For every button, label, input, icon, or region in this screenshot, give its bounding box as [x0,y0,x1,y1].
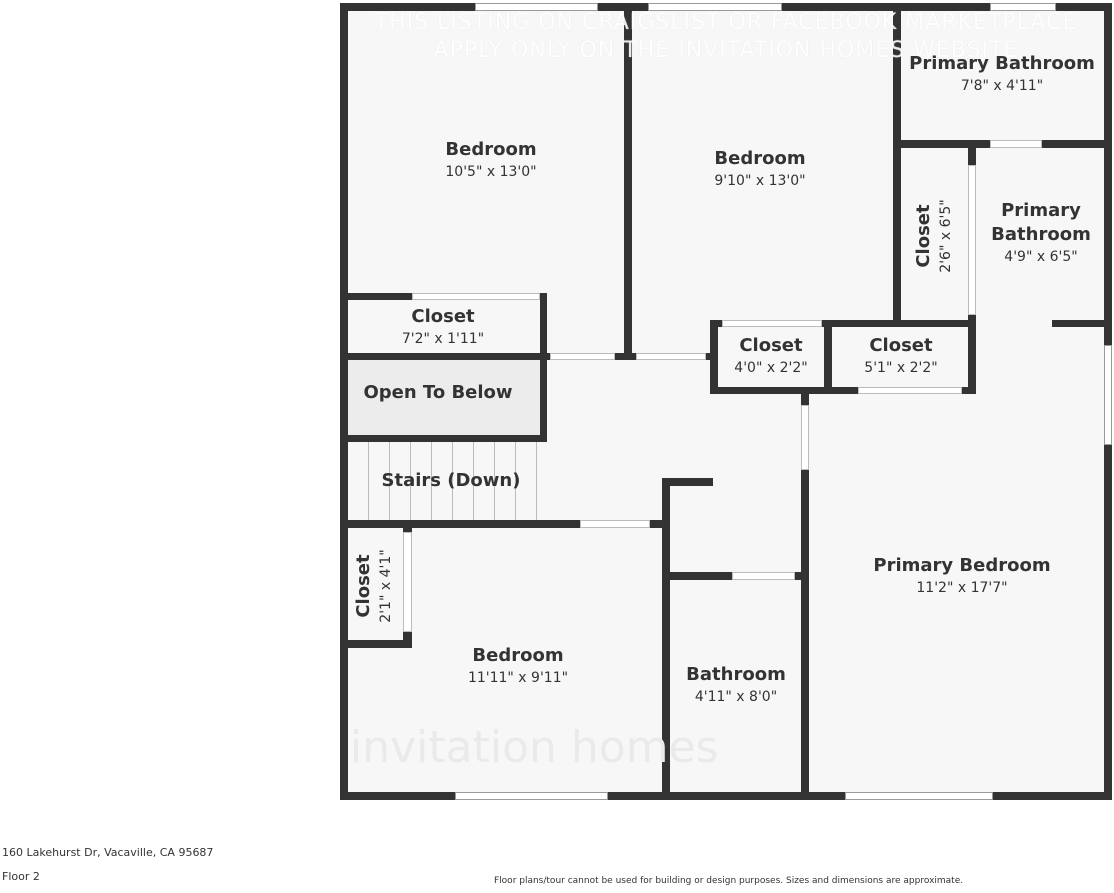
address: 160 Lakehurst Dr, Vacaville, CA 95687 [2,846,214,859]
room-stairs: Stairs (Down) [381,470,521,491]
watermark-line2: APPLY ONLY ON THE INVITATION HOMES WEBSI… [433,38,1019,63]
floor-label: Floor 2 [2,870,40,883]
disclaimer: Floor plans/tour cannot be used for buil… [494,876,964,886]
room-open-to-below: Open To Below [363,382,513,403]
stairs [348,442,540,520]
watermark-line1: THIS LISTING ON CRAIGSLIST OR FACEBOOK M… [374,10,1078,35]
watermark-logo: invitation homes [350,722,719,773]
open-to-below-area [348,360,540,435]
